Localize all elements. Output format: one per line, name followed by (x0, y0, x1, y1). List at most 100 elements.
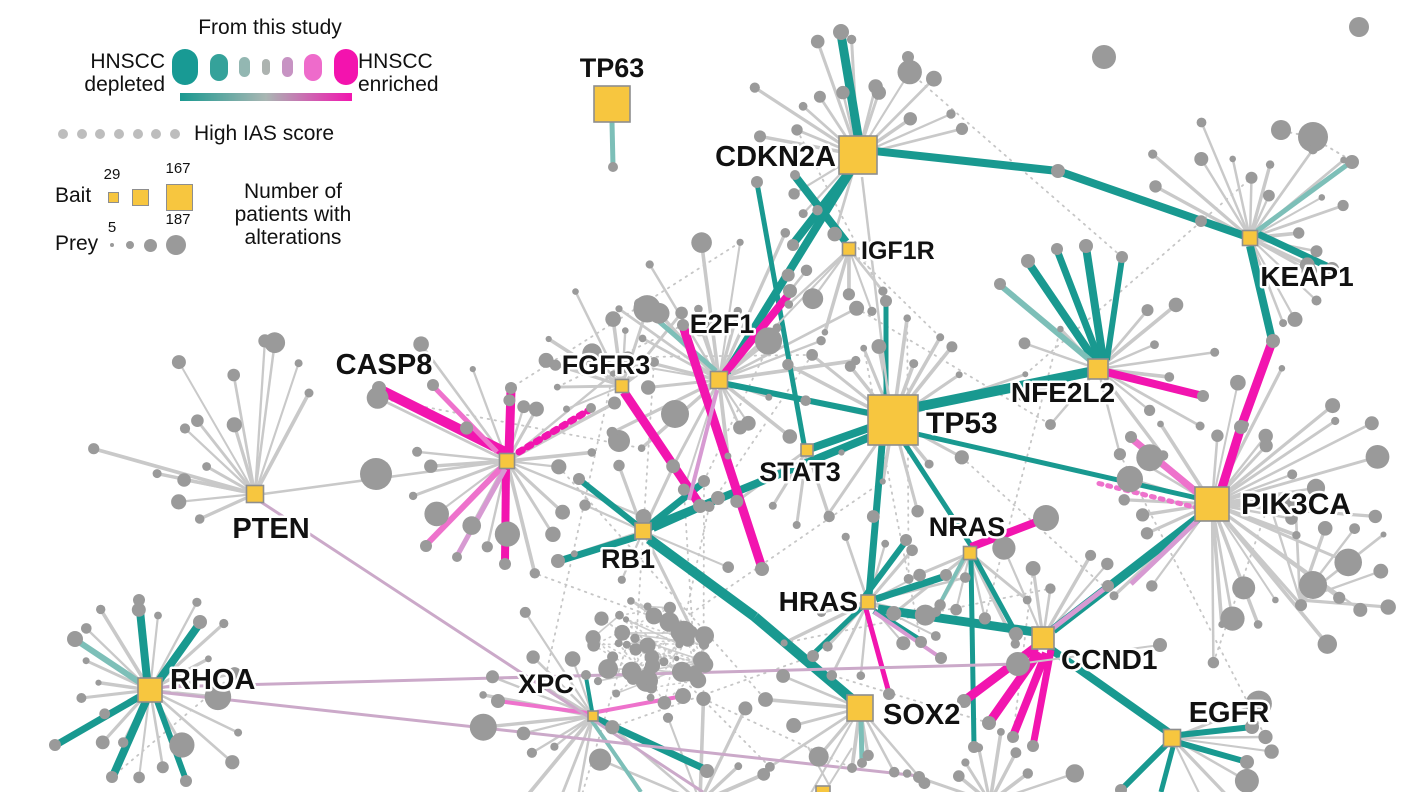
prey-node (264, 332, 286, 354)
prey-node (1009, 627, 1023, 641)
prey-node (1136, 444, 1164, 472)
teal-edge (647, 479, 707, 528)
ias-dot (169, 129, 180, 139)
legend-prey-min: 5 (107, 219, 117, 236)
prey-node (615, 305, 623, 313)
ias-edge (634, 361, 655, 651)
prey-node (1021, 254, 1035, 268)
prey-node (171, 494, 187, 510)
bait-nodes (137, 85, 1259, 792)
prey-node (780, 228, 791, 238)
prey-edge (1210, 503, 1224, 625)
prey-node (1146, 580, 1158, 592)
prey-nodes (49, 17, 1396, 792)
orchid-edge (454, 467, 508, 558)
ias-edge (1024, 176, 1253, 376)
prey-node (1022, 371, 1029, 378)
prey-node (1101, 557, 1114, 571)
pink-edge (423, 465, 504, 548)
prey-node (953, 770, 965, 782)
prey-edge (1002, 547, 1045, 639)
prey-edge (844, 536, 870, 603)
prey-edge (969, 551, 1029, 602)
light_teal-edge (1255, 159, 1353, 234)
prey-edge (547, 337, 623, 388)
prey-node (1118, 494, 1130, 506)
bait-label-NFE2L2: NFE2L2 (1011, 377, 1115, 408)
prey-node (1334, 548, 1362, 577)
legend-depleted-line2: depleted (84, 73, 165, 96)
prey-node (961, 758, 970, 767)
prey-node (526, 650, 540, 664)
prey-node (926, 70, 942, 87)
prey-node (1318, 194, 1326, 201)
prey-node (424, 459, 438, 473)
prey-node (420, 540, 432, 552)
prey-node (529, 568, 540, 579)
prey-edge (412, 459, 508, 498)
prey-node (645, 607, 663, 625)
prey-node (812, 205, 823, 216)
prey-node (994, 278, 1006, 290)
prey-node (608, 396, 621, 410)
prey-node (154, 611, 162, 620)
prey-node (1220, 606, 1245, 631)
prey-node (1298, 122, 1328, 152)
prey-edge (577, 715, 595, 792)
bait-node-TP63 (593, 85, 631, 123)
prey-edge (1268, 502, 1302, 601)
teal-edge (751, 613, 858, 705)
lavender-edge (157, 690, 920, 778)
prey-node (1340, 156, 1347, 164)
legend-enriched-line1: HNSCC (358, 50, 433, 73)
prey-node (621, 661, 642, 682)
prey-edge (717, 232, 787, 381)
prey-node (1157, 420, 1164, 428)
prey-node (800, 395, 811, 407)
prey-node (646, 693, 655, 702)
bait-node-EGFR (1162, 728, 1182, 748)
prey-edge (771, 449, 809, 507)
prey-node (730, 494, 744, 508)
prey-node (879, 478, 886, 485)
prey-node (1308, 144, 1318, 155)
prey-edge (783, 600, 869, 645)
prey-edge (506, 459, 559, 468)
prey-node (846, 34, 857, 45)
prey-edge (1249, 204, 1344, 240)
teal-edge (877, 604, 1036, 637)
prey-edge (1024, 342, 1099, 371)
prey-node (179, 423, 191, 434)
bait-label-NRAS: NRAS (929, 512, 1006, 542)
prey-node (1153, 638, 1167, 652)
prey-node (1045, 419, 1056, 430)
gradient-pill-3 (261, 59, 270, 75)
prey-edge (717, 379, 730, 457)
prey-node (659, 657, 669, 667)
bait-label-CDKN2A: CDKN2A (715, 141, 836, 173)
prey-node (551, 554, 565, 568)
prey-edge (1200, 122, 1252, 239)
prey-node (427, 379, 439, 391)
prey-node (1287, 311, 1303, 327)
prey-edge (1249, 237, 1318, 302)
prey-edge (93, 446, 256, 496)
prey-node (610, 370, 617, 377)
ias-dots-icon (58, 128, 180, 140)
prey-node (169, 732, 195, 758)
prey-node (960, 572, 971, 583)
prey-node (657, 696, 672, 710)
prey-node (180, 775, 192, 787)
prey-node (606, 426, 618, 439)
prey-node (1007, 731, 1019, 743)
prey-node (911, 505, 924, 518)
prey-edge (1096, 368, 1122, 455)
bait-node-NFE2L2 (1087, 358, 1109, 380)
prey-node (1276, 494, 1289, 506)
prey-node (460, 421, 474, 435)
prey-node (1168, 297, 1184, 313)
prey-node (1141, 304, 1154, 317)
orchid-edge (1129, 517, 1201, 586)
prey-node (234, 728, 243, 737)
prey-edge (523, 714, 594, 735)
